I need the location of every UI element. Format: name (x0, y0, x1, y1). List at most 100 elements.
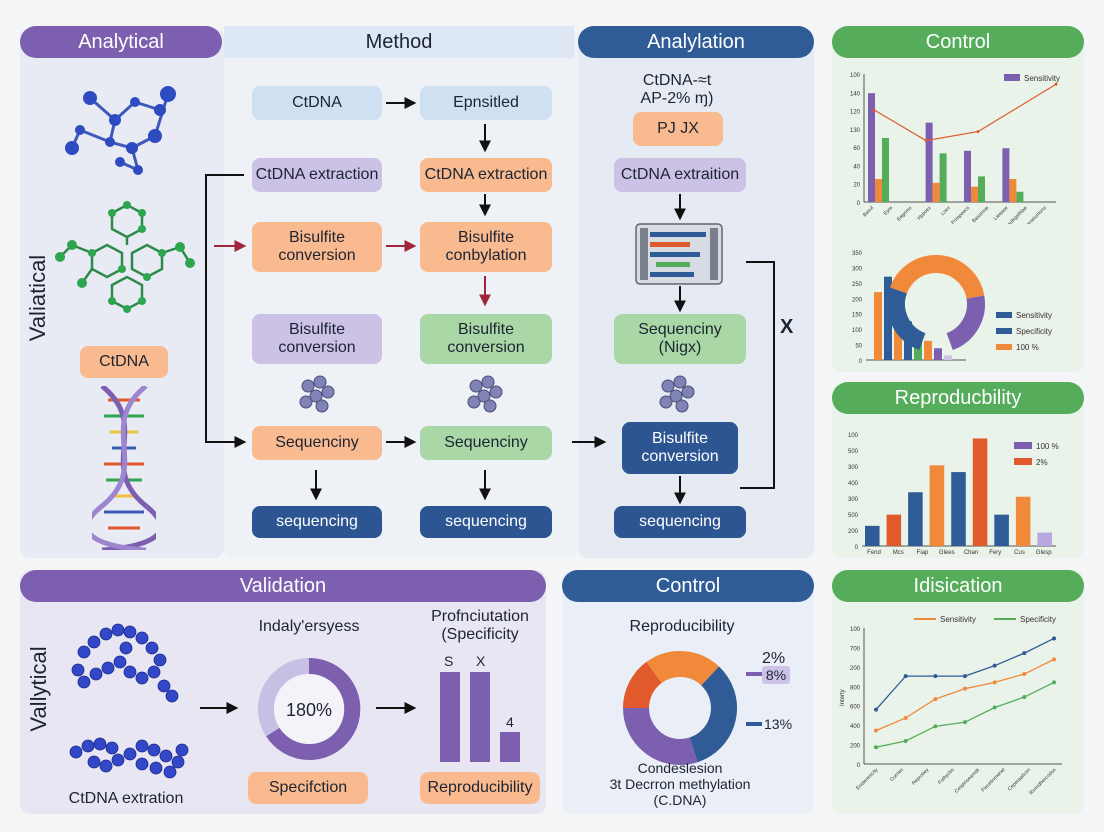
y-axis-label: Interty (840, 689, 846, 706)
legend-swatch (996, 328, 1012, 334)
validation-bar-label-x: X (476, 653, 486, 669)
bar (934, 348, 942, 360)
line-point (992, 680, 997, 685)
legend-swatch (1014, 442, 1032, 449)
molecule-cluster-icon (299, 375, 335, 413)
line-point (933, 724, 938, 729)
header-control-bottom: Control (562, 570, 814, 602)
bar (971, 186, 978, 202)
x-tick-label: Mcs (893, 550, 904, 556)
analylation-extraction-box: CtDNA extraition (614, 158, 746, 192)
y-tick-label: 130 (850, 128, 861, 134)
analylation-sequencing-box: sequencing (614, 506, 746, 538)
validation-bar-chart (440, 672, 520, 762)
molecule-cluster-icon (659, 375, 695, 413)
legend-swatch (746, 672, 762, 676)
x-tick-label: Hypoex (916, 205, 933, 222)
bar (972, 438, 988, 546)
molecule-blue-icon (65, 86, 176, 175)
line-point (992, 663, 997, 668)
x-tick-label: Basol (862, 205, 875, 218)
bar (894, 310, 902, 360)
analylation-title-line1: CtDNA-≈t (642, 72, 712, 89)
y-tick-label: 0 (859, 359, 863, 365)
molecule-cluster-icon (467, 375, 503, 413)
y-tick-label: 300 (848, 497, 859, 503)
line-point (903, 738, 908, 743)
side-label-bottom: Vallytical (26, 646, 51, 732)
control-bottom-donut-chart (623, 651, 737, 765)
molecule-chain-blue-icon (69, 737, 189, 779)
y-tick-label: 0 (857, 763, 861, 769)
validation-donut-chart (258, 657, 361, 760)
x-tick-label: Glees (939, 550, 955, 556)
header-validation: Validation (20, 570, 546, 602)
header-reproducibility: Reproducbility (832, 382, 1084, 414)
bar (1002, 148, 1010, 202)
donut-segment (887, 287, 926, 351)
line-point (872, 108, 876, 112)
line-point (874, 728, 878, 733)
y-tick-label: 200 (850, 666, 861, 672)
bar (932, 182, 940, 202)
y-tick-label: 200 (852, 297, 863, 303)
x-tick-label: Fothycbs (937, 767, 956, 786)
validation-specificity-paren: (Specificity (441, 626, 519, 643)
legend-swatch (746, 722, 762, 726)
line-point (903, 674, 908, 679)
x-tick-label: Chan (964, 550, 978, 556)
validation-reproducibility-box: Reproducibility (420, 772, 540, 804)
validation-bar-label-s: S (444, 653, 454, 669)
y-tick-label: 250 (852, 282, 863, 288)
line-point (992, 705, 997, 710)
analylation-arrows (674, 194, 775, 505)
sensitivity-bar-donut-chart: 350300250200150100500SensitivitySpecific… (852, 251, 1052, 365)
x-tick-label: Romidhercodos (1028, 767, 1057, 796)
bar (994, 514, 1009, 546)
x-tick-label: Curries (889, 767, 905, 783)
legend-label: 100 % (1016, 343, 1039, 352)
line-series (875, 637, 1055, 711)
line-point (1022, 651, 1027, 656)
line-point (933, 674, 938, 679)
y-tick-label: 0 (857, 201, 861, 207)
idisication-panel (832, 570, 1084, 814)
line-point (976, 130, 980, 134)
analylation-pjjx-box: PJ JX (633, 112, 723, 146)
x-tick-label: Fend (867, 550, 881, 556)
line-point (933, 697, 938, 702)
validation-ctdna-extration: CtDNA extration (68, 790, 184, 807)
legend-label: Specificity (1016, 327, 1052, 336)
line-point (874, 745, 878, 750)
line-series (875, 681, 1055, 748)
line-point (1052, 636, 1056, 641)
y-tick-label: 200 (850, 744, 861, 750)
y-tick-label: 50 (855, 344, 862, 350)
y-tick-label: 700 (850, 646, 861, 652)
method-col2-step3: Bisulfite conbylation (420, 222, 552, 272)
control-bottom-legend-bottom: 13% (764, 716, 793, 732)
y-tick-label: 140 (850, 91, 861, 97)
line-series (873, 83, 1057, 142)
legend-label: 100 % (1036, 442, 1059, 451)
bar (1037, 532, 1052, 546)
bar (929, 465, 945, 546)
molecule-green-icon (55, 201, 195, 313)
method-col1-step5: Sequenciny (252, 426, 382, 460)
legend-swatch (1004, 74, 1020, 81)
bar-4 (500, 732, 520, 762)
x-tick-label: Eegrimo (896, 205, 914, 223)
side-label-top: Valiatical (25, 254, 50, 342)
method-col2-step4: Bisulfite conversion (420, 314, 552, 364)
control-bottom-title: Reproducibility (629, 618, 735, 635)
donut-slice (623, 661, 663, 709)
line-point (874, 707, 878, 712)
line-point (1022, 672, 1027, 677)
bar (1016, 191, 1024, 202)
validation-arrows (200, 702, 417, 714)
line-point (963, 720, 967, 725)
y-tick-label: 200 (848, 529, 859, 535)
y-tick-label: 100 (850, 73, 861, 79)
method-col1-step2: CtDNA extraction (252, 158, 382, 192)
y-tick-label: 800 (850, 685, 861, 691)
